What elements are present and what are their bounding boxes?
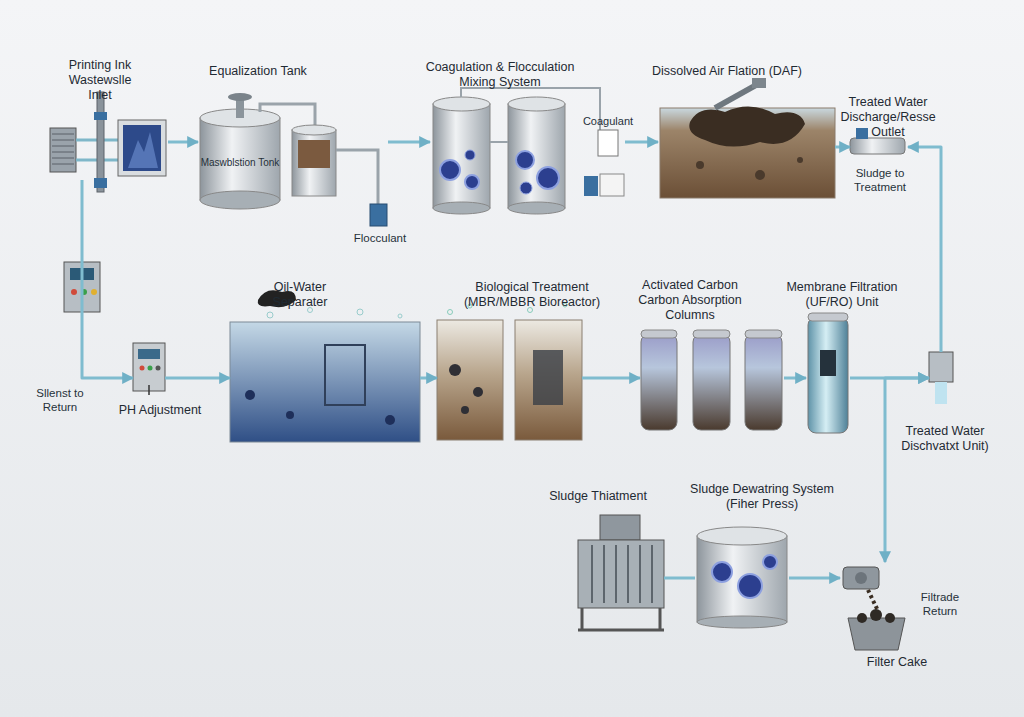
flow-pipe (784, 377, 806, 380)
process-unit: PH Adjustment (133, 343, 165, 391)
unit-heading: Coagulation & Flocculation Mixing System (413, 60, 588, 90)
process-unit: Sludge Dewatring System (Fiher Press) (695, 526, 789, 626)
treated-water-unit (929, 352, 953, 404)
unit-heading: Filter Cake (847, 655, 947, 670)
flow-pipe (168, 141, 198, 144)
unit-heading: Sludge Thiatment (528, 489, 668, 504)
ph-controller (133, 343, 165, 395)
daf-unit (660, 78, 835, 198)
unit-heading: Membrane Filtration (UF/RO) Unit (772, 280, 912, 310)
bioreactor-tanks (437, 303, 582, 440)
flow-pipe (388, 141, 430, 144)
unit-heading: Oil-Water Separater (255, 280, 345, 310)
annotation-label: Sludge to Treatment (840, 166, 920, 194)
flow-pipe (582, 377, 640, 380)
coagulation-tanks (433, 88, 624, 214)
flow-pipe (420, 377, 437, 380)
unit-heading: Dissolved Air Flation (DAF) (627, 64, 827, 79)
process-unit: Sludge Thiatment (576, 514, 664, 632)
dewatering-tank (697, 527, 787, 628)
annotation-label: Sllenst to Return (30, 386, 90, 414)
process-unit: Dissolved Air Flation (DAF) (658, 106, 835, 200)
process-unit: Treated Water Dischvatxt Unit) (929, 352, 953, 404)
unit-heading: Biological Treatment (MBR/MBBR Bioreacto… (457, 280, 607, 310)
flow-pipe (625, 141, 658, 144)
membrane-unit (808, 313, 848, 433)
flow-pipe (165, 377, 230, 380)
filter-cake-bin (843, 567, 905, 650)
unit-heading: Sludge Dewatring System (Fiher Press) (677, 482, 847, 512)
process-unit: Oil-Water Separater (230, 318, 420, 442)
carbon-columns (641, 330, 782, 430)
inlet-equipment (50, 92, 166, 192)
annotation-label: Filtrade Return (910, 590, 970, 618)
flow-pipe (789, 577, 840, 580)
flow-pipe (664, 577, 695, 580)
annotation-label: Maswblstion Tonk (200, 156, 280, 170)
unit-heading: Printing Ink Wastewslle Inlet (60, 58, 140, 103)
process-unit: Biological Treatment (MBR/MBBR Bioreacto… (437, 318, 582, 440)
sludge-press (578, 515, 664, 630)
unit-heading: Treated Water Discharge/Resse Outlet (823, 95, 953, 140)
unit-heading: Equalization Tank (158, 64, 358, 79)
process-unit: Activated Carbon Carbon Absorption Colum… (640, 328, 784, 434)
process-unit: Membrane Filtration (UF/RO) Unit (806, 313, 850, 435)
unit-heading: PH Adjustment (100, 403, 220, 418)
flow-pipe (908, 147, 941, 352)
equalization-tanks (200, 93, 387, 226)
oil-water-separator (230, 290, 420, 442)
unit-heading: Treated Water Dischvatxt Unit) (890, 424, 1000, 454)
process-unit: Filter Cake (840, 562, 908, 652)
flow-pipe (885, 378, 929, 562)
process-unit: Printing Ink Wastewslle Inlet (48, 118, 168, 180)
annotation-label: Flocculant (340, 231, 420, 245)
annotation-label: Coagulant (573, 114, 643, 128)
unit-heading: Activated Carbon Carbon Absorption Colum… (630, 278, 750, 323)
process-unit: Treated Water Discharge/Resse Outlet (850, 128, 908, 156)
flow-pipe (835, 146, 850, 149)
flow-pipe (82, 180, 133, 378)
